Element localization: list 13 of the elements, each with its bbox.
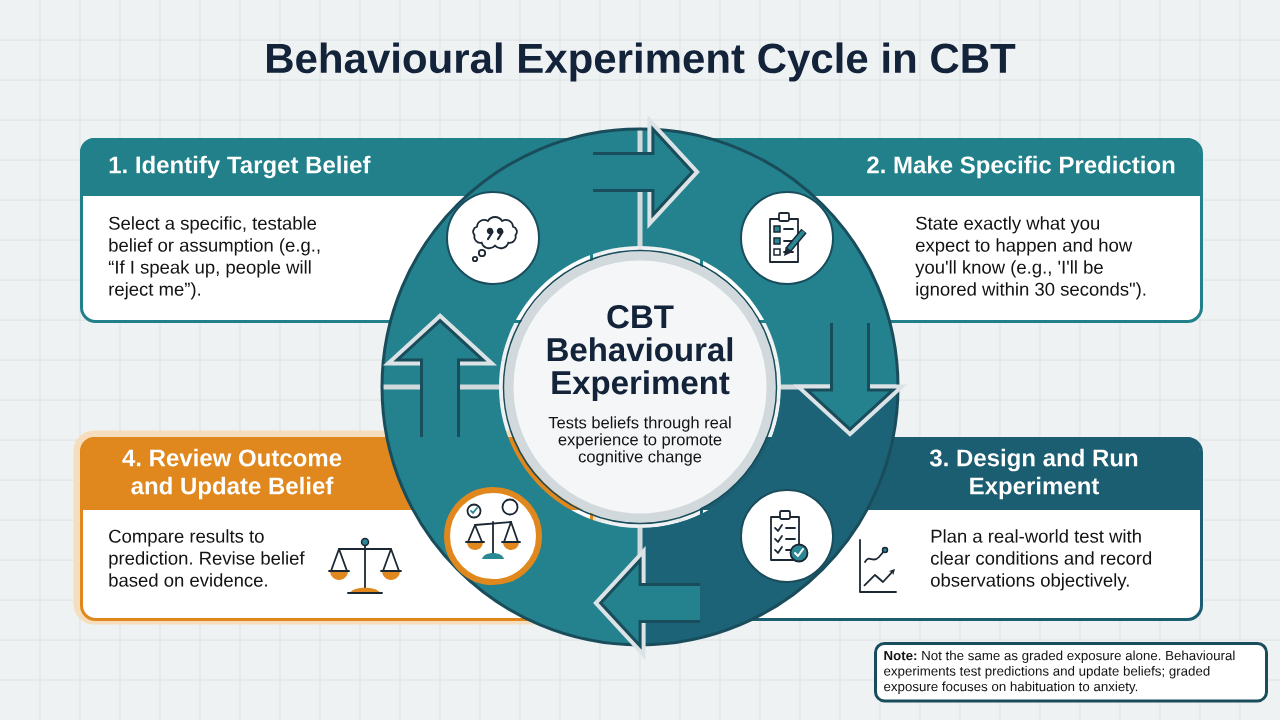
- circle-heading: CBT Behavioural Experiment: [547, 305, 733, 401]
- circle-text: Tests beliefs through real experience to promote cognitive change: [548, 416, 731, 466]
- card-text: State exactly what you expect to happen and how you'll know (e.g., 'I'll be ignored within 30 seconds").: [915, 216, 1146, 300]
- note-box: Note: Not the same as graded exposure alone. Behavioural experiments test predictions and update beliefs; graded exposure focuses on habituation to anxiety.: [874, 642, 1268, 703]
- center-circle: [502, 249, 778, 525]
- card-heading: 2. Make Specific Prediction: [867, 155, 1175, 179]
- card-text: Select a specific, testable belief or assumption (e.g., “If I speak up, people will reject me”).: [108, 216, 320, 300]
- card-text: Compare results to prediction. Revise belief based on evidence.: [109, 529, 305, 587]
- card-heading: 4. Review Outcome and Update Belief: [122, 448, 342, 500]
- card-heading: 1. Identify Target Belief: [109, 155, 371, 179]
- title: Behavioural Experiment Cycle in CBT: [267, 42, 1016, 82]
- card-heading: 3. Design and Run Experiment: [929, 448, 1138, 500]
- card-text: Plan a real-world test with clear conditions and record observations objectively.: [931, 529, 1152, 591]
